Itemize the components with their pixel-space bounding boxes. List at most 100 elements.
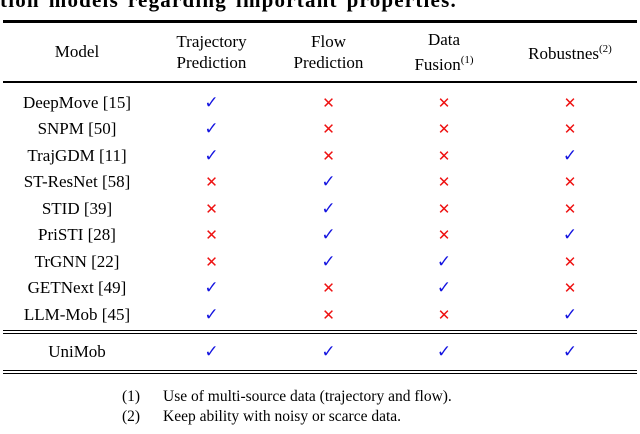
check-icon: ✓ — [321, 225, 336, 246]
top-rule — [3, 20, 637, 23]
mark-cell: ✕ — [385, 119, 503, 139]
check-icon: ✓ — [321, 172, 336, 193]
mark-cell: ✓ — [272, 199, 385, 219]
mark-cell: ✓ — [503, 225, 637, 245]
mark-cell: ✕ — [151, 225, 272, 245]
mark-cell: ✕ — [151, 199, 272, 219]
footnote-2: (2) Keep ability with noisy or scarce da… — [0, 407, 640, 427]
mark-cell: ✕ — [503, 199, 637, 219]
cross-icon: ✕ — [563, 279, 577, 298]
footnote-marker-1: (1) — [460, 54, 474, 66]
model-name: LLM-Mob [45] — [23, 304, 131, 324]
check-icon: ✓ — [562, 342, 578, 363]
check-icon: ✓ — [321, 251, 336, 272]
mark-cell: ✕ — [503, 93, 637, 113]
column-header-data-fusion: Data Fusion(1) — [414, 29, 474, 75]
table-row: ST-ResNet [58]✕✓✕✕ — [3, 169, 637, 196]
table-caption-fragment: tion models regarding important properti… — [0, 0, 640, 13]
cross-icon: ✕ — [563, 120, 577, 139]
check-icon: ✓ — [204, 342, 219, 363]
mark-cell: ✕ — [503, 278, 637, 298]
cross-icon: ✕ — [205, 173, 218, 192]
mark-cell: ✕ — [503, 172, 637, 192]
footnote-1-text: Use of multi-source data (trajectory and… — [163, 387, 452, 405]
model-name: PriSTI [28] — [38, 225, 116, 245]
mark-cell: ✓ — [151, 305, 272, 325]
mark-cell: ✓ — [385, 252, 503, 272]
check-icon: ✓ — [321, 198, 336, 219]
mark-cell: ✕ — [385, 305, 503, 325]
model-name: TrajGDM [11] — [27, 145, 127, 165]
table-row: SNPM [50] ✓ ✕ ✕ ✕ — [3, 116, 637, 143]
footnote-marker-2: (2) — [599, 43, 612, 56]
check-icon: ✓ — [562, 225, 578, 246]
check-icon: ✓ — [204, 92, 219, 113]
mark-cell: ✓ — [503, 342, 637, 362]
table-row: DeepMove [15] ✓ ✕ ✕ ✕ — [3, 90, 637, 117]
footnote-2-text: Keep ability with noisy or scarce data. — [163, 407, 402, 425]
check-icon: ✓ — [204, 145, 219, 166]
table-row: GETNext [49] ✓ ✕ ✓ ✕ — [3, 275, 637, 302]
mark-cell: ✓ — [151, 93, 272, 113]
footnote-2-number: (2) — [122, 407, 141, 425]
column-header-model: Model — [54, 42, 100, 62]
mark-cell: ✕ — [385, 146, 503, 166]
table-footnotes: (1) Use of multi-source data (trajectory… — [0, 387, 640, 427]
footnote-1: (1) Use of multi-source data (trajectory… — [0, 387, 640, 407]
check-icon: ✓ — [436, 342, 452, 363]
mark-cell: ✕ — [272, 93, 385, 113]
mark-cell: ✕ — [385, 199, 503, 219]
model-name: UniMob — [48, 342, 106, 362]
cross-icon: ✕ — [322, 120, 335, 139]
mark-cell: ✓ — [272, 225, 385, 245]
column-header-robustness: Robustnes(2) — [528, 43, 612, 64]
check-icon: ✓ — [204, 119, 219, 140]
table-row: LLM-Mob [45] ✓ ✕ ✕ ✓ — [3, 302, 637, 329]
cross-icon: ✕ — [322, 93, 335, 112]
column-header-trajectory-prediction: Trajectory Prediction — [176, 31, 247, 73]
mark-cell: ✕ — [385, 225, 503, 245]
cross-icon: ✕ — [322, 146, 335, 165]
cross-icon: ✕ — [205, 226, 218, 245]
mark-cell: ✕ — [385, 93, 503, 113]
column-header-flow-prediction: Flow Prediction — [293, 31, 364, 73]
table-body: DeepMove [15]✓✕✕✕SNPM [50]✓✕✕✕TrajGDM [1… — [3, 83, 637, 329]
check-icon: ✓ — [204, 278, 219, 299]
mark-cell: ✕ — [272, 305, 385, 325]
mark-cell: ✕ — [272, 119, 385, 139]
mark-cell: ✓ — [272, 172, 385, 192]
table-row: UniMob ✓ ✓ ✓ ✓ — [3, 334, 637, 370]
table-row: STID [39] ✕ ✓ ✕ ✕ — [3, 196, 637, 223]
model-name: DeepMove [15] — [22, 92, 132, 112]
mark-cell: ✕ — [151, 252, 272, 272]
table-row: TrGNN [22]✕✓✓✕ — [3, 249, 637, 276]
model-name: SNPM [50] — [37, 119, 117, 139]
cross-icon: ✕ — [205, 252, 218, 271]
mark-cell: ✕ — [151, 172, 272, 192]
cross-icon: ✕ — [437, 120, 451, 139]
cross-icon: ✕ — [563, 93, 577, 112]
cross-icon: ✕ — [437, 93, 451, 112]
bottom-rule — [3, 370, 637, 374]
mark-cell: ✕ — [272, 146, 385, 166]
cross-icon: ✕ — [437, 305, 451, 324]
check-icon: ✓ — [204, 304, 219, 325]
model-name: STID [39] — [41, 198, 113, 218]
mark-cell: ✓ — [151, 119, 272, 139]
cross-icon: ✕ — [437, 199, 451, 218]
mark-cell: ✕ — [385, 172, 503, 192]
cross-icon: ✕ — [205, 199, 218, 218]
mark-cell: ✓ — [272, 342, 385, 362]
check-icon: ✓ — [436, 278, 452, 299]
mark-cell: ✓ — [503, 305, 637, 325]
caption-text: tion models regarding important properti… — [0, 0, 457, 12]
mark-cell: ✓ — [503, 146, 637, 166]
mark-cell: ✓ — [385, 342, 503, 362]
cross-icon: ✕ — [322, 279, 335, 298]
model-name: GETNext [49] — [27, 278, 127, 298]
model-name: TrGNN [22] — [34, 251, 120, 271]
cross-icon: ✕ — [322, 305, 335, 324]
check-icon: ✓ — [321, 342, 336, 363]
model-name: ST-ResNet [58] — [23, 172, 131, 192]
